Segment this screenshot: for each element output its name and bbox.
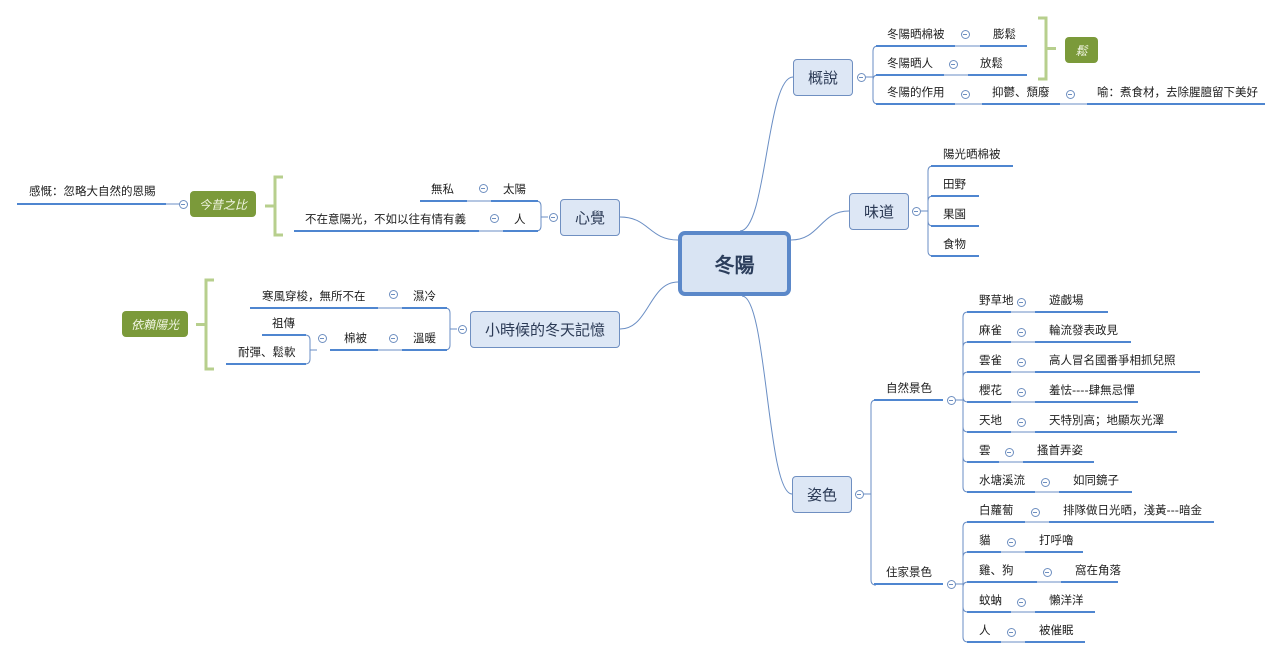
natural-item-4[interactable]: 櫻花 (979, 383, 1002, 397)
collapse-toggle-icon[interactable] (548, 212, 558, 222)
collapse-toggle-icon[interactable] (911, 206, 921, 216)
collapse-toggle-icon[interactable] (1065, 89, 1075, 99)
natural-item-1-detail[interactable]: 遊戲場 (1049, 293, 1084, 307)
collapse-toggle-icon[interactable] (478, 183, 488, 193)
natural-item-5-detail[interactable]: 天特別高；地顯灰光澤 (1049, 413, 1164, 427)
topic-childhood[interactable]: 小時候的冬天記憶 (470, 311, 620, 348)
overview-item-3[interactable]: 冬陽的作用 (887, 85, 945, 99)
childhood-item-1-detail[interactable]: 寒風穿梭，無所不在 (262, 289, 366, 303)
taste-item-2[interactable]: 田野 (943, 177, 966, 191)
overview-item-2[interactable]: 冬陽晒人 (887, 56, 933, 70)
natural-item-7-detail[interactable]: 如同鏡子 (1073, 473, 1119, 487)
taste-item-3[interactable]: 果園 (943, 207, 966, 221)
collapse-toggle-icon[interactable] (1006, 537, 1016, 547)
childhood-item-2[interactable]: 溫暖 (413, 331, 436, 345)
taste-item-4[interactable]: 食物 (943, 237, 966, 251)
home-item-5[interactable]: 人 (979, 623, 991, 637)
feeling-item-2-detail[interactable]: 不在意陽光，不如以往有情有義 (305, 212, 466, 226)
overview-item-1-detail[interactable]: 膨鬆 (993, 27, 1016, 41)
natural-item-1[interactable]: 野草地 (979, 293, 1014, 307)
feeling-item-1-detail[interactable]: 無私 (431, 182, 454, 196)
collapse-toggle-icon[interactable] (1016, 417, 1026, 427)
collapse-toggle-icon[interactable] (1030, 507, 1040, 517)
connector-childhood (619, 281, 679, 330)
collapse-toggle-icon[interactable] (946, 579, 956, 589)
home-item-2[interactable]: 貓 (979, 533, 991, 547)
natural-item-3-detail[interactable]: 高人冒名國番爭相抓兒照 (1049, 353, 1176, 367)
collapse-toggle-icon[interactable] (388, 333, 398, 343)
topic-overview[interactable]: 概說 (793, 59, 853, 96)
connector-scenery (741, 295, 793, 495)
topic-scenery[interactable]: 姿色 (792, 476, 852, 513)
summary-bracket-feeling (265, 175, 283, 237)
overview-item-3-detail[interactable]: 抑鬱、頹廢 (992, 85, 1050, 99)
summary-bracket-overview (1038, 16, 1056, 81)
collapse-toggle-icon[interactable] (960, 29, 970, 39)
scenery-home-label[interactable]: 住家景色 (886, 565, 932, 579)
collapse-toggle-icon[interactable] (1016, 297, 1026, 307)
summary-tag-feeling[interactable]: 今昔之比 (190, 191, 256, 217)
natural-item-6-detail[interactable]: 搔首弄姿 (1037, 443, 1083, 457)
home-item-1[interactable]: 白蘿蔔 (979, 503, 1014, 517)
collapse-toggle-icon[interactable] (457, 324, 467, 334)
summary-tag-childhood[interactable]: 依賴陽光 (122, 311, 188, 337)
childhood-item-1[interactable]: 濕冷 (413, 289, 436, 303)
overview-item-1[interactable]: 冬陽晒棉被 (887, 27, 945, 41)
summary-bracket-childhood (196, 278, 214, 371)
feeling-comment[interactable]: 感慨：忽略大自然的恩賜 (29, 184, 156, 198)
natural-item-7[interactable]: 水塘溪流 (979, 473, 1025, 487)
topic-feeling[interactable]: 心覺 (560, 199, 620, 236)
home-item-3-detail[interactable]: 窩在角落 (1075, 563, 1121, 577)
collapse-toggle-icon[interactable] (489, 213, 499, 223)
collapse-toggle-icon[interactable] (317, 333, 327, 343)
overview-item-3-note[interactable]: 喻：煮食材，去除腥膻留下美好 (1097, 85, 1258, 99)
childhood-item-2-detail[interactable]: 棉被 (344, 331, 367, 345)
central-topic[interactable]: 冬陽 (678, 231, 791, 296)
collapse-toggle-icon[interactable] (946, 395, 956, 405)
collapse-toggle-icon[interactable] (178, 199, 188, 209)
collapse-toggle-icon[interactable] (1040, 477, 1050, 487)
feeling-item-2[interactable]: 人 (514, 212, 526, 226)
collapse-toggle-icon[interactable] (1006, 627, 1016, 637)
natural-item-4-detail[interactable]: 羞怯----肆無忌憚 (1049, 383, 1135, 397)
topic-taste[interactable]: 味道 (849, 193, 909, 230)
home-item-4[interactable]: 蚊蚋 (979, 593, 1002, 607)
childhood-item-2-sub-1[interactable]: 祖傳 (272, 316, 295, 330)
childhood-item-2-sub-2[interactable]: 耐彈、鬆軟 (238, 345, 296, 359)
collapse-toggle-icon[interactable] (960, 89, 970, 99)
collapse-toggle-icon[interactable] (1016, 357, 1026, 367)
home-item-5-detail[interactable]: 被催眠 (1039, 623, 1074, 637)
collapse-toggle-icon[interactable] (388, 289, 398, 299)
home-item-1-detail[interactable]: 排隊做日光晒，淺黃---暗金 (1063, 503, 1202, 517)
natural-item-6[interactable]: 雲 (979, 443, 991, 457)
natural-item-3[interactable]: 雲雀 (979, 353, 1002, 367)
collapse-toggle-icon[interactable] (1042, 567, 1052, 577)
collapse-toggle-icon[interactable] (1004, 447, 1014, 457)
collapse-toggle-icon[interactable] (1016, 597, 1026, 607)
home-item-4-detail[interactable]: 懶洋洋 (1049, 593, 1084, 607)
collapse-toggle-icon[interactable] (1016, 327, 1026, 337)
collapse-toggle-icon[interactable] (856, 72, 866, 82)
overview-item-2-detail[interactable]: 放鬆 (980, 56, 1003, 70)
connector-feeling (619, 216, 679, 241)
scenery-natural-label[interactable]: 自然景色 (886, 381, 932, 395)
feeling-item-1[interactable]: 太陽 (503, 182, 526, 196)
collapse-toggle-icon[interactable] (1016, 387, 1026, 397)
natural-item-5[interactable]: 天地 (979, 413, 1002, 427)
connector-overview (739, 76, 794, 232)
summary-tag-overview[interactable]: 鬆 (1065, 37, 1098, 63)
taste-item-1[interactable]: 陽光晒棉被 (943, 147, 1001, 161)
natural-item-2-detail[interactable]: 輪流發表政見 (1049, 323, 1118, 337)
natural-item-2[interactable]: 麻雀 (979, 323, 1002, 337)
collapse-toggle-icon[interactable] (854, 489, 864, 499)
home-item-3[interactable]: 雞、狗 (979, 563, 1014, 577)
collapse-toggle-icon[interactable] (948, 59, 958, 69)
connector-taste (790, 210, 850, 241)
home-item-2-detail[interactable]: 打呼嚕 (1039, 533, 1074, 547)
